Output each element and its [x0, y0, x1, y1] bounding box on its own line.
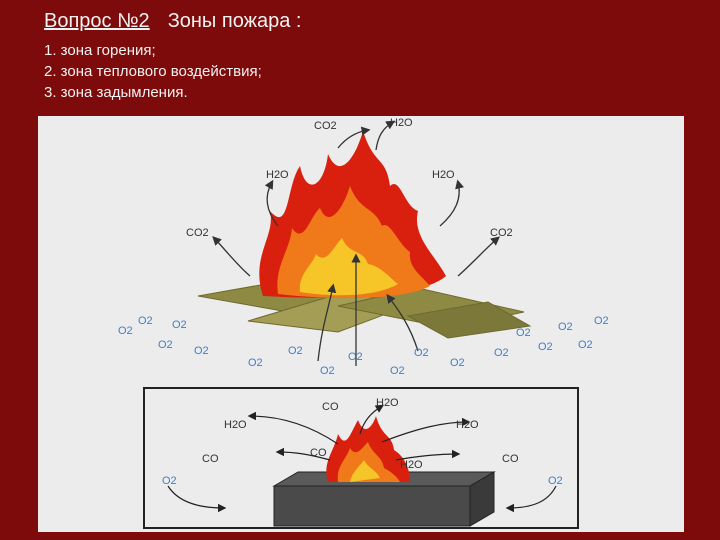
- o2-label: O2: [390, 365, 405, 377]
- h2o-label: H2O: [390, 117, 413, 129]
- o2-label: O2: [578, 339, 593, 351]
- co-label: CO: [310, 447, 327, 459]
- co2-label: CO2: [314, 120, 337, 132]
- o2-label: O2: [248, 357, 263, 369]
- o2-label: O2: [172, 319, 187, 331]
- h2o-label: H2O: [376, 397, 399, 409]
- arrow: [275, 447, 331, 461]
- h2o-label: H2O: [400, 459, 423, 471]
- o2-label: O2: [594, 315, 609, 327]
- arrow: [457, 236, 500, 277]
- co-label: CO: [502, 453, 519, 465]
- arrow: [381, 417, 471, 443]
- container-fire-group: CO H2O H2O H2O CO CO H2O CO O2 O2: [143, 387, 579, 529]
- co2-label: CO2: [490, 227, 513, 239]
- arrow: [359, 404, 385, 435]
- o2-label: O2: [450, 357, 465, 369]
- zone-item-3: 3. зона задымления.: [44, 84, 188, 101]
- co-label: CO: [322, 401, 339, 413]
- o2-label: O2: [158, 339, 173, 351]
- h2o-label: H2O: [224, 419, 247, 431]
- o2-label: O2: [288, 345, 303, 357]
- log: [406, 301, 532, 339]
- campfire-group: CO2 H2O H2O H2O CO2 CO2 O2 O2 O2 O2 O2 O…: [118, 117, 609, 377]
- o2-label: O2: [138, 315, 153, 327]
- arrow: [317, 283, 337, 362]
- arrow: [395, 449, 461, 461]
- o2-label: O2: [162, 475, 177, 487]
- box-front: [273, 485, 471, 527]
- o2-label: O2: [494, 347, 509, 359]
- question-number: Вопрос №2: [44, 10, 150, 32]
- o2-label: O2: [320, 365, 335, 377]
- fire-diagram-svg: CO2 H2O H2O H2O CO2 CO2 O2 O2 O2 O2 O2 O…: [118, 117, 609, 529]
- arrow: [247, 411, 339, 445]
- h2o-label: H2O: [432, 169, 455, 181]
- arrow: [375, 120, 396, 151]
- slide-title: Вопрос №2 Зоны пожара :: [44, 10, 301, 33]
- zone-item-2: 2. зона теплового воздействия;: [44, 63, 262, 80]
- arrow: [439, 179, 464, 227]
- zone-item-1: 1. зона горения;: [44, 42, 156, 59]
- o2-label: O2: [118, 325, 133, 337]
- co2-label: CO2: [186, 227, 209, 239]
- small-flame-middle: [337, 442, 400, 482]
- o2-label: O2: [516, 327, 531, 339]
- flame-core: [299, 238, 398, 296]
- arrow: [167, 485, 227, 513]
- arrow: [212, 236, 251, 277]
- o2-label: O2: [548, 475, 563, 487]
- o2-label: O2: [538, 341, 553, 353]
- small-flame-core: [350, 460, 380, 482]
- h2o-label: H2O: [266, 169, 289, 181]
- arrow: [505, 485, 557, 513]
- co-label: CO: [202, 453, 219, 465]
- arrow: [386, 293, 419, 352]
- slide-heading: Зоны пожара :: [167, 10, 302, 32]
- fire-zones-illustration: CO2 H2O H2O H2O CO2 CO2 O2 O2 O2 O2 O2 O…: [38, 116, 684, 532]
- arrow: [264, 179, 279, 227]
- o2-label: O2: [348, 351, 363, 363]
- arrow: [337, 126, 371, 149]
- h2o-label: H2O: [456, 419, 479, 431]
- frame: [143, 387, 579, 529]
- o2-label: O2: [194, 345, 209, 357]
- box-side: [469, 471, 495, 527]
- o2-label: O2: [558, 321, 573, 333]
- o2-label: O2: [414, 347, 429, 359]
